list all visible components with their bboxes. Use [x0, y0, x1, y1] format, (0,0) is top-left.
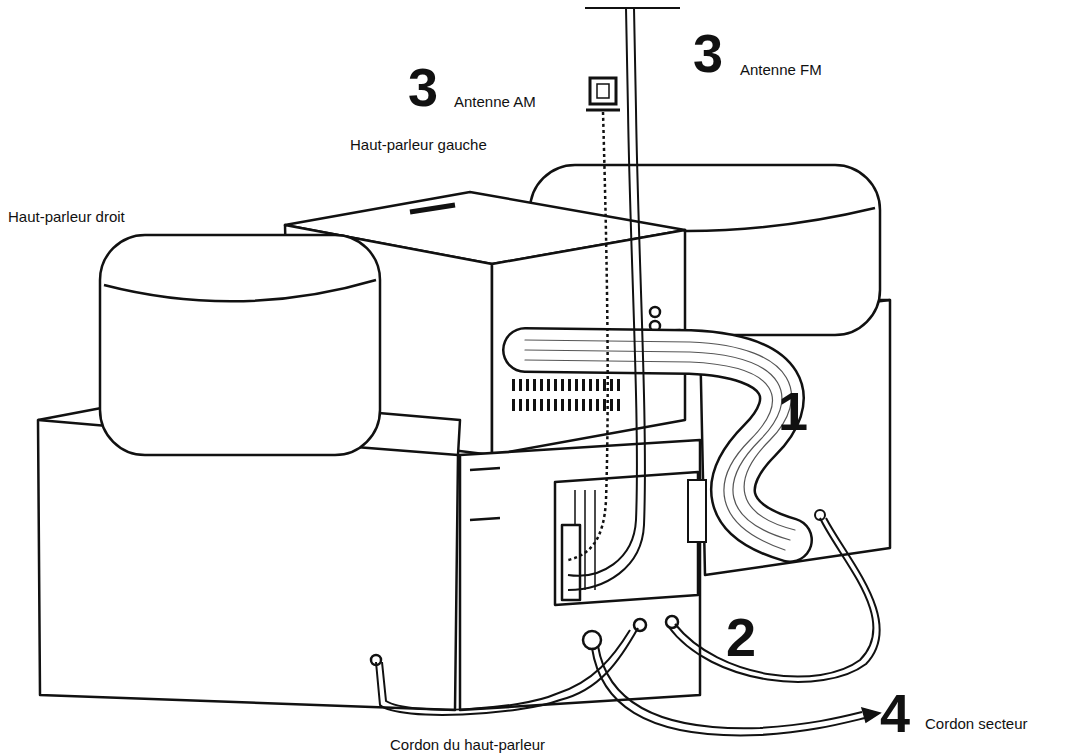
power-cord-arrow	[862, 708, 880, 722]
fm-antenna-wire	[568, 8, 645, 590]
tuner-vents	[512, 382, 622, 408]
tuner-top-slot	[410, 205, 455, 212]
callout-number: 2	[726, 610, 756, 664]
am-antenna-stand	[586, 109, 620, 112]
right-speaker	[38, 235, 460, 710]
left-speaker-cord	[675, 518, 873, 677]
am-antenna-wire	[568, 112, 608, 560]
amplifier-edge	[470, 468, 500, 520]
ribbon-line	[525, 350, 790, 540]
fm-antenna-bar	[585, 7, 680, 9]
antennas	[568, 8, 680, 590]
right-speaker-top-curve	[104, 280, 376, 301]
part-label: Cordon du haut-parleur	[390, 737, 545, 752]
callout-number: 3	[693, 26, 723, 80]
tuner-jack	[650, 307, 660, 317]
am-antenna-loop	[590, 78, 616, 104]
part-label: Antenne AM	[454, 94, 536, 109]
am-antenna-loop-inner	[597, 84, 609, 98]
right-speaker-top	[100, 235, 380, 455]
ribbon-fill	[525, 350, 790, 540]
cords	[376, 518, 880, 735]
callout-number: 4	[880, 686, 910, 740]
part-label: Haut-parleur gauche	[350, 137, 487, 152]
heatsink-panel	[555, 472, 698, 605]
part-label: Cordon secteur	[925, 716, 1028, 731]
callout-number: 1	[778, 384, 808, 438]
right-speaker-cord	[382, 630, 630, 710]
callout-number: 3	[408, 60, 438, 114]
ribbon-cable	[525, 340, 795, 550]
ribbon-line	[525, 360, 785, 550]
left-speaker-cord	[668, 518, 880, 682]
part-label: Antenne FM	[740, 62, 822, 77]
fm-antenna-wire	[568, 8, 637, 576]
part-label: Haut-parleur droit	[8, 209, 125, 224]
speaker-jack	[634, 619, 646, 631]
ribbon-outline	[525, 350, 790, 540]
ribbon-connector	[688, 480, 706, 542]
